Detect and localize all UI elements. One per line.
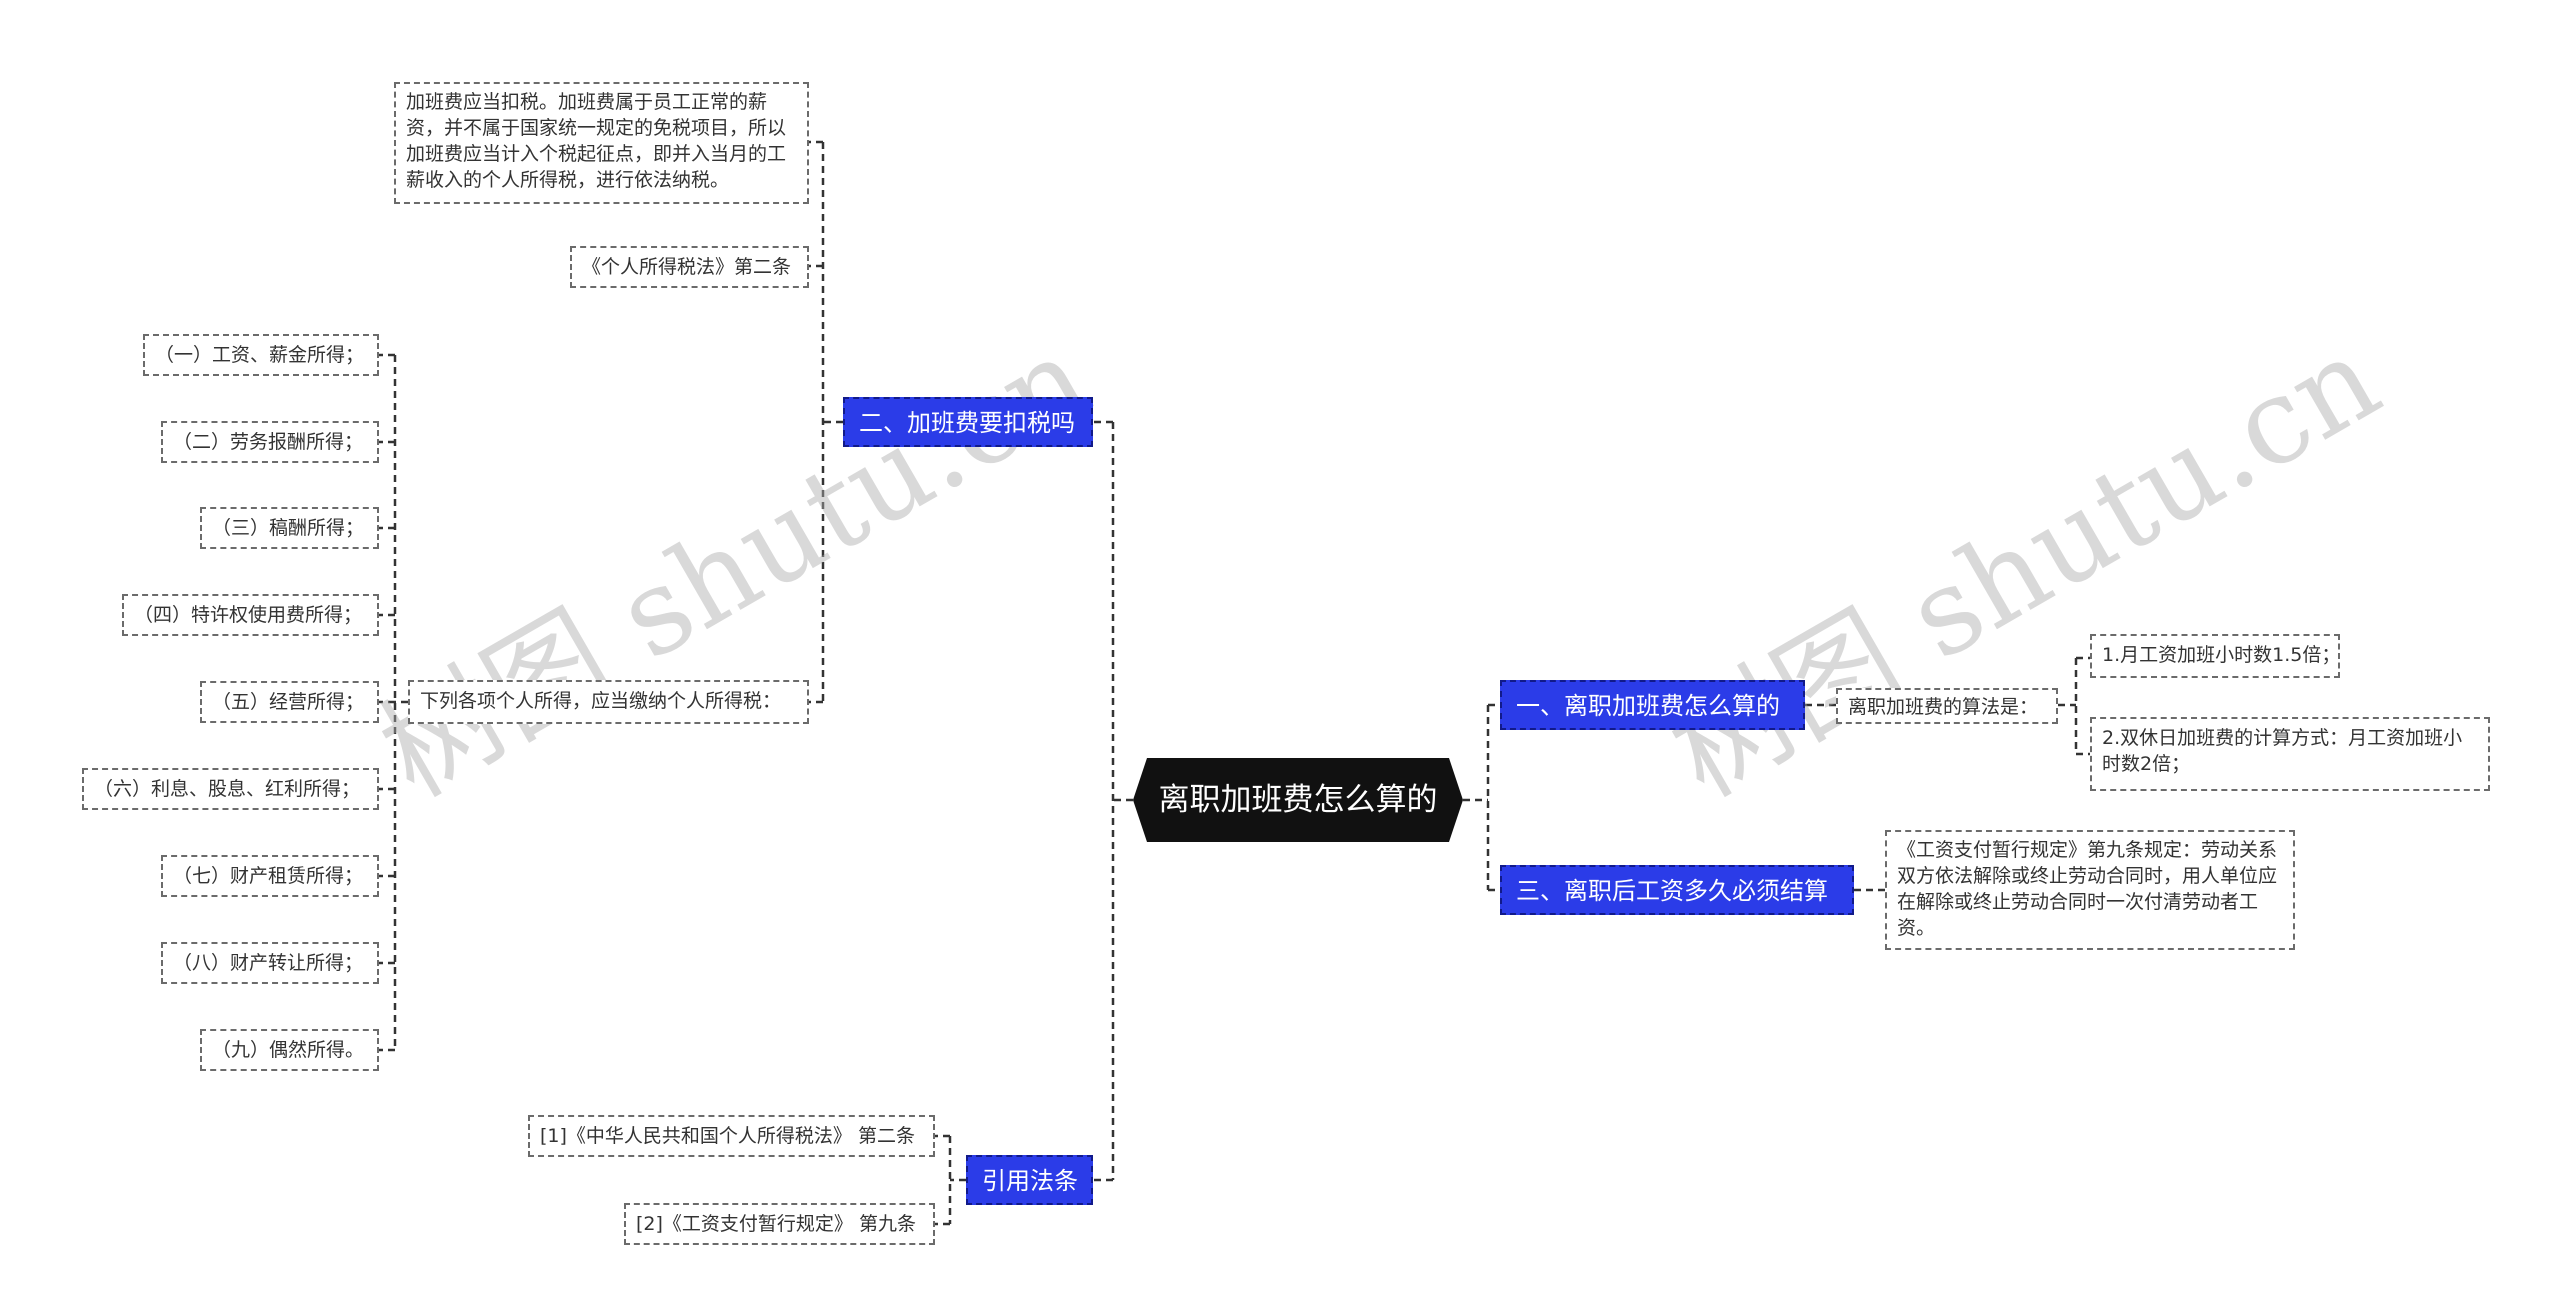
legal-reference-item[interactable]: [2]《工资支付暂行规定》 第九条 — [624, 1203, 935, 1245]
income-item[interactable]: （三）稿酬所得； — [200, 507, 379, 549]
legal-reference-item[interactable]: [1]《中华人民共和国个人所得税法》 第二条 — [528, 1115, 935, 1157]
method-item-weekend[interactable]: 2.双休日加班费的计算方式：月工资加班小时数2倍； — [2090, 717, 2490, 791]
branch-overtime-tax[interactable]: 二、加班费要扣税吗 — [843, 397, 1093, 447]
branch-legal-references[interactable]: 引用法条 — [966, 1155, 1093, 1205]
branch-overtime-calculation[interactable]: 一、离职加班费怎么算的 — [1500, 680, 1805, 730]
root-topic[interactable]: 离职加班费怎么算的 — [1133, 758, 1463, 842]
income-item[interactable]: （七）财产租赁所得； — [161, 855, 379, 897]
settlement-detail[interactable]: 《工资支付暂行规定》第九条规定：劳动关系双方依法解除或终止劳动合同时，用人单位应… — [1885, 830, 2295, 950]
method-item-weekday[interactable]: 1.月工资加班小时数1.5倍； — [2090, 634, 2340, 678]
income-item[interactable]: （八）财产转让所得； — [161, 942, 379, 984]
income-item[interactable]: （六）利息、股息、红利所得； — [82, 768, 379, 810]
tax-law-reference[interactable]: 《个人所得税法》第二条 — [570, 246, 809, 288]
income-item[interactable]: （四）特许权使用费所得； — [122, 594, 379, 636]
method-label[interactable]: 离职加班费的算法是： — [1836, 688, 2058, 724]
tax-explanation[interactable]: 加班费应当扣税。加班费属于员工正常的薪资，并不属于国家统一规定的免税项目，所以加… — [394, 82, 809, 204]
income-item[interactable]: （一）工资、薪金所得； — [143, 334, 379, 376]
taxable-income-intro[interactable]: 下列各项个人所得，应当缴纳个人所得税： — [408, 680, 809, 724]
income-item[interactable]: （九）偶然所得。 — [200, 1029, 379, 1071]
branch-settlement-time[interactable]: 三、离职后工资多久必须结算 — [1500, 865, 1854, 915]
income-item[interactable]: （五）经营所得； — [200, 681, 379, 723]
income-item[interactable]: （二）劳务报酬所得； — [161, 421, 379, 463]
